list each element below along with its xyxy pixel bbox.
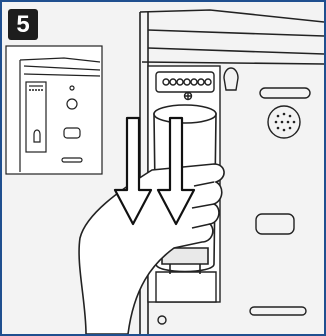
filter-removal-illustration [2,2,324,334]
inset-overview [6,46,102,174]
step-number-badge: 5 [8,9,38,40]
